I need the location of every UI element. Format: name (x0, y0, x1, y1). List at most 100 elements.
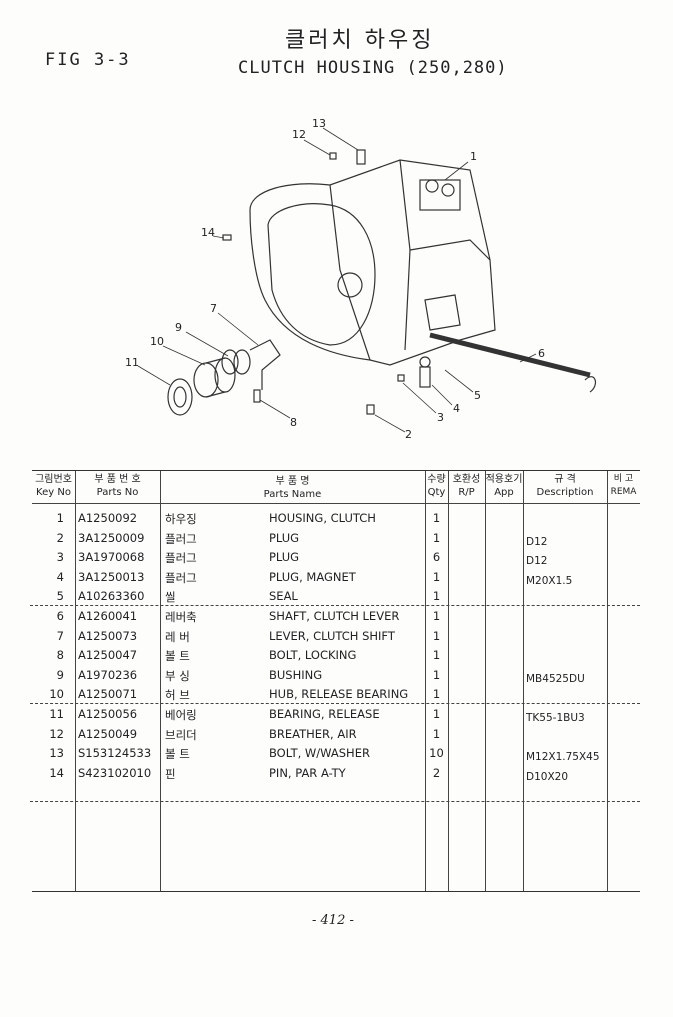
header-rema-ko: 비 고 (613, 474, 634, 484)
description-cell: MB4525DU (526, 672, 585, 685)
qty-cell: 6 (432, 550, 441, 565)
part-number-cell: A1250047 (78, 648, 138, 663)
part-name-cell: PIN, PAR A-TY (269, 765, 346, 780)
header-qty-ko: 수량 (427, 474, 446, 485)
part-name-cell: BREATHER, AIR (269, 726, 357, 741)
qty-cell: 2 (432, 765, 441, 780)
part-number-cell: S423102010 (78, 765, 152, 780)
header-part: Parts No (96, 487, 139, 498)
part-number-cell: A1250049 (78, 726, 138, 741)
qty-cell: 1 (432, 609, 441, 623)
part-number-cell: A1250073 (78, 628, 138, 643)
part-number-cell: A1970236 (78, 667, 138, 682)
callout-13: 13 (312, 117, 326, 130)
key-cell: 1 (56, 511, 64, 525)
description-cell: M20X1.5 (526, 574, 573, 587)
korean-name-cell: 부 싱 (165, 668, 190, 683)
key-cell: 12 (49, 726, 64, 741)
description-cell: D12 (526, 535, 548, 548)
title-english: CLUTCH HOUSING (250,280) (238, 58, 508, 78)
callout-14: 14 (201, 226, 215, 239)
header-name: Parts Name (263, 489, 322, 500)
description-cell: D10X20 (526, 770, 568, 783)
part-name-cell: BEARING, RELEASE (269, 707, 380, 721)
key-cell: 13 (49, 746, 64, 761)
callout-11: 11 (125, 356, 139, 369)
qty-cell: 10 (429, 746, 444, 761)
part-name-cell: BOLT, W/WASHER (269, 746, 370, 761)
callout-7: 7 (210, 302, 217, 315)
header-app-ko: 적용호기 (485, 474, 523, 485)
part-name-cell: SHAFT, CLUTCH LEVER (269, 609, 400, 623)
part-name-cell: LEVER, CLUTCH SHIFT (269, 628, 395, 643)
part-name-cell: BUSHING (269, 667, 323, 682)
part-name-cell: PLUG (269, 550, 300, 565)
korean-name-cell: 씰 (165, 590, 176, 605)
header-qty: Qty (427, 487, 446, 498)
small-parts (167, 149, 431, 416)
figure-number: FIG 3-3 (45, 50, 131, 70)
header-name-ko: 부 품 명 (275, 476, 310, 487)
header-app: App (494, 487, 514, 498)
description-cell: D12 (526, 555, 548, 568)
description-cell: M12X1.75X45 (526, 751, 600, 764)
table-row: 13 S153124533 볼 트 BOLT, W/WASHER 10 M12X1.75X… (32, 746, 640, 765)
header-desc: Description (536, 487, 594, 498)
callout-4: 4 (453, 402, 460, 415)
part-number-cell: S153124533 (78, 746, 152, 761)
part-number-cell: A1250071 (78, 687, 138, 702)
title-korean: 클러치 하우징 (285, 28, 435, 53)
korean-name-cell: 볼 트 (165, 747, 190, 762)
callout-3: 3 (437, 411, 444, 424)
part-number-cell: 3A1250013 (78, 569, 145, 584)
qty-cell: 1 (432, 628, 441, 643)
header-key-ko: 그림번호 (35, 474, 72, 485)
korean-name-cell: 베어링 (165, 708, 197, 722)
header-rp-ko: 호환성 (452, 474, 481, 485)
qty-cell: 1 (432, 511, 441, 525)
part-name-cell: HUB, RELEASE BEARING (269, 687, 409, 702)
korean-name-cell: 레버축 (165, 610, 197, 624)
key-cell: 10 (49, 687, 64, 702)
header-key: Key No (36, 487, 71, 498)
qty-cell: 1 (432, 530, 441, 545)
callout-8: 8 (290, 416, 297, 429)
qty-cell: 1 (432, 667, 441, 682)
part-number-cell: A10263360 (78, 589, 145, 604)
qty-cell: 1 (432, 687, 441, 702)
qty-cell: 1 (432, 707, 441, 721)
key-cell: 2 (56, 530, 64, 545)
qty-cell: 1 (432, 726, 441, 741)
korean-name-cell: 핀 (165, 766, 176, 781)
leader-lines (137, 127, 537, 433)
qty-cell: 1 (432, 569, 441, 584)
header-rp: R/P (458, 487, 475, 498)
korean-name-cell: 플러그 (165, 531, 197, 546)
part-name-cell: SEAL (269, 589, 298, 604)
part-number-cell: 3A1250009 (78, 530, 145, 545)
qty-cell: 1 (432, 648, 441, 663)
callout-9: 9 (175, 321, 182, 334)
callout-5: 5 (474, 389, 481, 402)
page-number: - 412 - (312, 913, 354, 928)
callout-6: 6 (538, 347, 545, 360)
part-number-cell: A1250092 (78, 511, 138, 525)
table-row: 2 3A1250009 플러그 PLUG 1 D12 (32, 531, 640, 550)
key-cell: 6 (56, 609, 64, 623)
part-name-cell: PLUG (269, 530, 300, 545)
korean-name-cell: 플러그 (165, 570, 197, 585)
key-cell: 11 (49, 707, 64, 721)
callout-10: 10 (150, 335, 164, 348)
part-name-cell: PLUG, MAGNET (269, 569, 356, 584)
